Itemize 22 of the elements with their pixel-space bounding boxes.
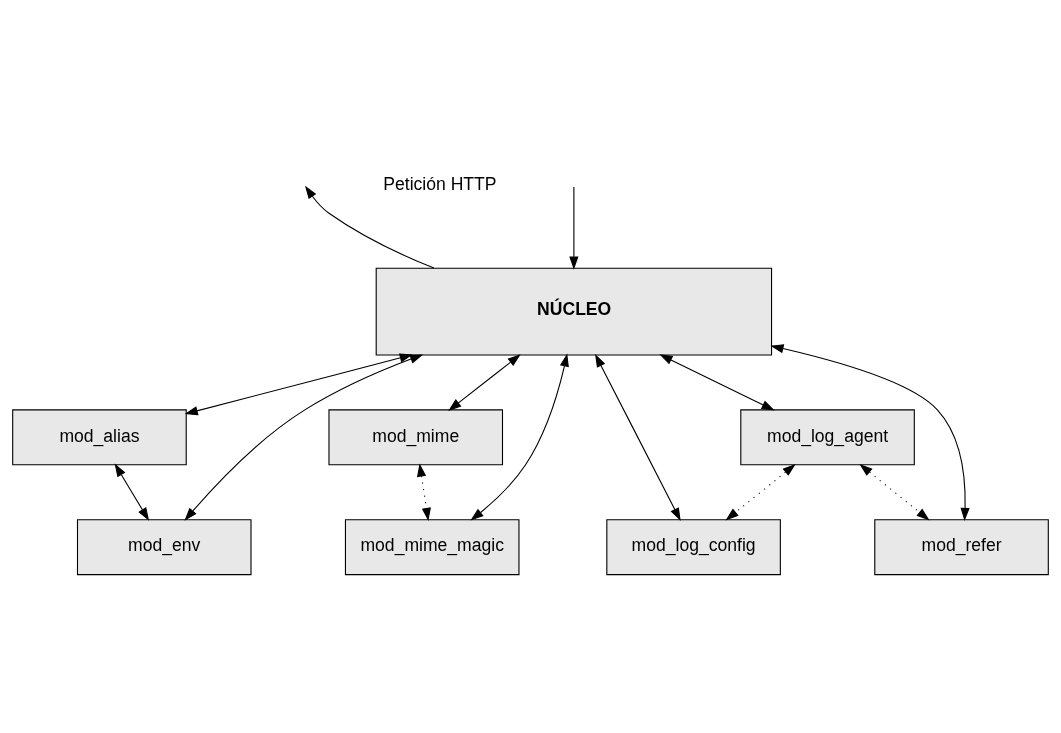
arrow — [305, 185, 435, 269]
node-box: NÚCLEO — [375, 267, 773, 356]
arrow — [859, 464, 930, 521]
node-box: mod_log_config — [606, 519, 781, 576]
arrow — [659, 354, 775, 411]
node-box: mod_mime — [328, 409, 504, 466]
arrow — [725, 464, 796, 521]
arrow — [417, 463, 431, 522]
node-box: mod_env — [76, 519, 252, 576]
label: Petición HTTP — [383, 174, 497, 195]
node-box: mod_alias — [12, 409, 187, 466]
arrow — [595, 354, 681, 521]
arrow — [448, 354, 521, 411]
arrow — [184, 354, 424, 521]
arrow — [770, 344, 970, 522]
arrow — [569, 186, 579, 270]
arrow — [470, 353, 569, 521]
node-box: mod_log_agent — [740, 409, 915, 466]
node-box: mod_refer — [874, 519, 1049, 576]
node-box: mod_mime_magic — [344, 519, 520, 576]
arrow — [184, 353, 413, 416]
arrow — [114, 463, 150, 521]
